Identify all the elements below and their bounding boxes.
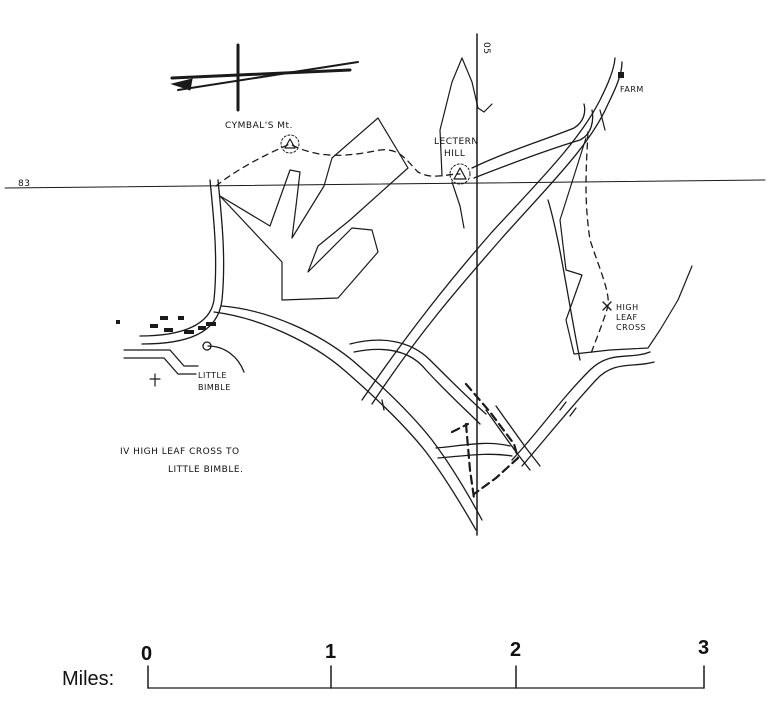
scale-tick-3: 3 xyxy=(698,637,709,659)
map-caption-line-1: IV HIGH LEAF CROSS TO xyxy=(120,447,240,457)
north-arrow-icon xyxy=(170,43,359,112)
summit-icon-cymbals-mt xyxy=(280,134,300,154)
map-caption-line-2: LITTLE BIMBLE. xyxy=(168,465,243,475)
label-high-leaf-cross-3: CROSS xyxy=(616,323,646,332)
village-buildings xyxy=(116,316,216,334)
farm-icon xyxy=(618,72,624,78)
label-little-bimble-2: BIMBLE xyxy=(198,383,231,392)
label-little-bimble-1: LITTLE xyxy=(198,371,227,380)
church-cross-icon xyxy=(149,373,161,387)
little-bimble-marker-icon xyxy=(202,341,212,351)
scale-tick-1: 1 xyxy=(325,641,336,663)
label-cymbals-mt: CYMBAL'S Mt. xyxy=(225,121,293,131)
label-high-leaf-cross-1: HIGH xyxy=(616,303,639,312)
grid-lines xyxy=(4,33,766,536)
scale-bar-title: Miles: xyxy=(62,668,114,690)
label-lectern-hill-1: LECTERN xyxy=(434,137,479,147)
label-high-leaf-cross-2: LEAF xyxy=(616,313,638,322)
summit-icon-lectern-hill xyxy=(449,163,471,185)
scale-tick-0: 0 xyxy=(141,643,152,665)
dashed-route xyxy=(215,131,609,500)
roads xyxy=(123,57,655,531)
label-farm: FARM xyxy=(620,85,644,94)
grid-label-easting: 05 xyxy=(481,42,491,54)
scale-tick-2: 2 xyxy=(510,639,521,661)
woodland-boundary xyxy=(219,57,693,355)
scale-bar: Miles: 0 1 2 3 xyxy=(62,637,709,690)
grid-label-northing: 83 xyxy=(18,179,30,189)
high-leaf-cross-icon xyxy=(602,301,612,311)
label-lectern-hill-2: HILL xyxy=(444,149,465,159)
